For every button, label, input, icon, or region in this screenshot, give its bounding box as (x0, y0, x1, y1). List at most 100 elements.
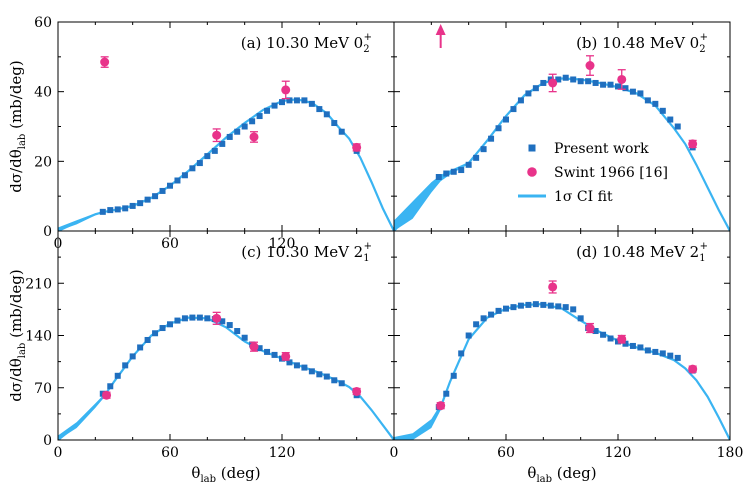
y-tick-label: 60 (34, 15, 52, 31)
data-point-square (540, 79, 547, 86)
x-tick-label: 0 (54, 445, 63, 461)
data-point-square (286, 359, 293, 366)
data-point-square (443, 170, 450, 177)
data-point-square (159, 187, 166, 194)
data-point-circle (617, 74, 627, 84)
data-point-circle (352, 386, 362, 396)
y-tick-label: 0 (43, 433, 52, 449)
legend-marker-circle (527, 167, 537, 177)
data-point-square (99, 208, 106, 215)
data-point-square (510, 304, 517, 311)
data-point-circle (688, 364, 698, 374)
data-point-square (256, 345, 263, 352)
data-point-square (279, 99, 285, 106)
data-point-square (256, 113, 263, 120)
data-point-square (301, 364, 308, 371)
data-point-square (152, 330, 159, 337)
data-point-circle (102, 390, 112, 400)
data-point-square (196, 314, 203, 321)
data-point-square (122, 362, 129, 369)
data-point-square (159, 325, 166, 332)
data-point-square (480, 146, 487, 153)
data-point-square (435, 174, 442, 181)
data-point-circle (249, 132, 259, 142)
data-point-square (659, 107, 666, 114)
data-point-square (644, 97, 651, 104)
x-tick-label: 120 (605, 445, 632, 461)
data-point-square (204, 315, 211, 322)
panel-frame (57, 21, 395, 232)
data-point-square (570, 76, 577, 83)
data-point-square (465, 332, 472, 339)
data-point-square (114, 372, 121, 379)
data-point-square (286, 97, 293, 104)
fit-line (394, 303, 730, 440)
data-point-square (107, 207, 114, 214)
data-point-square (629, 342, 636, 349)
y-tick-label: 140 (25, 329, 52, 345)
data-point-square (308, 368, 315, 375)
data-point-square (331, 120, 338, 127)
data-point-square (465, 161, 472, 168)
data-point-square (301, 97, 308, 104)
data-point-square (167, 321, 173, 328)
data-point-square (114, 206, 121, 213)
y-axis-label: dσ/dθlab (mb/deg) (7, 60, 28, 193)
data-point-square (129, 202, 136, 209)
data-point-circle (548, 282, 558, 292)
y-tick-label: 20 (34, 154, 52, 170)
data-point-square (562, 74, 569, 81)
data-point-square (540, 301, 547, 308)
data-point-square (189, 314, 196, 321)
data-point-square (517, 302, 524, 309)
data-point-square (652, 100, 659, 107)
data-point-square (637, 90, 644, 97)
data-point-square (622, 340, 629, 347)
x-tick-label: 0 (390, 445, 399, 461)
data-point-square (555, 303, 562, 310)
data-point-square (607, 81, 614, 88)
y-tick-label: 70 (34, 381, 52, 397)
legend-marker-square (528, 144, 536, 152)
data-point-circle (436, 401, 446, 411)
data-point-square (219, 318, 226, 325)
data-point-square (637, 344, 644, 351)
data-point-square (532, 85, 539, 92)
data-point-square (174, 317, 181, 324)
data-point-square (667, 352, 674, 359)
data-point-square (174, 177, 181, 184)
data-point-square (144, 196, 151, 203)
legend-label: Present work (554, 141, 649, 157)
data-point-square (644, 347, 651, 354)
data-point-square (585, 78, 592, 85)
data-point-square (234, 128, 241, 135)
data-point-square (547, 302, 554, 309)
data-point-circle (212, 313, 222, 323)
data-point-square (226, 133, 233, 140)
data-point-square (308, 100, 315, 107)
data-point-square (503, 116, 509, 123)
data-point-square (592, 328, 599, 335)
data-point-square (473, 321, 480, 328)
x-tick-label: 120 (269, 445, 296, 461)
data-point-square (532, 301, 539, 308)
data-point-circle (100, 57, 110, 67)
data-point-square (249, 118, 256, 125)
data-point-square (607, 335, 614, 342)
data-point-square (495, 307, 502, 314)
data-point-square (503, 305, 509, 312)
data-point-square (577, 315, 584, 322)
panel-title: (b) 10.48 MeV 02+ (576, 32, 708, 55)
x-tick-label: 180 (717, 445, 744, 461)
data-point-square (517, 97, 524, 104)
fit-band (394, 304, 730, 440)
data-point-square (107, 383, 114, 390)
data-point-circle (352, 142, 362, 152)
data-point-square (652, 348, 659, 355)
legend-label: Swint 1966 [16] (554, 165, 668, 181)
data-point-square (264, 348, 271, 355)
y-axis-label: dσ/dθlab (mb/deg) (7, 269, 28, 402)
y-tick-label: 40 (34, 85, 52, 101)
